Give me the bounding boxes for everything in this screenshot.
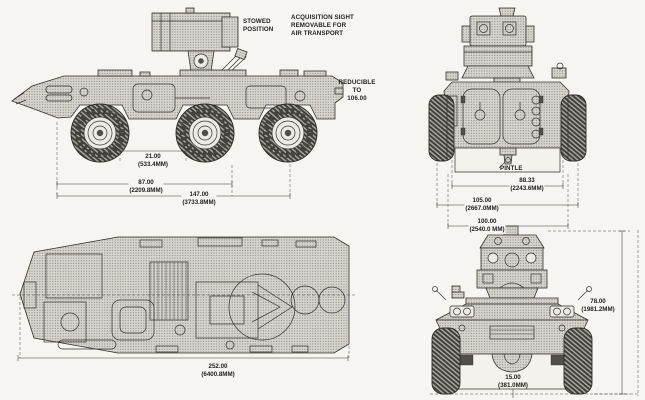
dim-inches: 105.00	[472, 197, 492, 204]
side-wheel-middle	[175, 103, 235, 163]
callout-stowed-position: STOWED POSITION	[243, 18, 274, 34]
top-view-dimension-lines	[17, 297, 350, 361]
dim-inches: 100.00	[477, 218, 497, 225]
dim-metric: (381.0MM)	[498, 382, 528, 390]
callout-pintle: PINTLE	[500, 165, 523, 172]
front-view-drawing	[430, 225, 640, 398]
callout-reducible-height: REDUCIBLE TO 106.00	[338, 79, 376, 103]
dim-inches: 21.00	[145, 153, 161, 160]
top-view-drawing	[12, 236, 356, 361]
dim-rear-hull-width: 100.00 (2540.0 MM)	[468, 218, 506, 235]
dim-metric: (1981.2MM)	[581, 306, 615, 314]
dim-side-axle-span: 87.00 (2209.8MM)	[128, 179, 164, 196]
dim-ground-clearance: 15.00 (381.0MM)	[497, 374, 529, 390]
side-wheel-front	[70, 103, 130, 163]
callout-acquisition-sight: ACQUISITION SIGHT REMOVABLE FOR AIR TRAN…	[291, 14, 354, 38]
dim-metric: (2540.0 MM)	[469, 226, 505, 234]
dim-side-wheel-gap: 21.00 (533.4MM)	[137, 153, 169, 170]
dim-overall-length: 252.00 (6400.8MM)	[200, 363, 236, 380]
dim-inches: 78.00	[590, 298, 606, 305]
dim-inches: 87.00	[138, 179, 154, 186]
dim-metric: (2243.6MM)	[510, 185, 544, 193]
dim-metric: (2209.8MM)	[129, 187, 163, 195]
dim-rear-overall-width: 105.00 (2667.0MM)	[464, 197, 500, 214]
dim-metric: (2667.0MM)	[465, 205, 499, 213]
rear-view-drawing	[428, 7, 587, 229]
side-view-dimension-lines	[56, 122, 291, 199]
dim-inches: 15.00	[505, 374, 521, 381]
dim-inches: 147.00	[189, 191, 209, 198]
dim-overall-height: 78.00 (1981.2MM)	[580, 298, 616, 315]
dim-side-wheelbase: 147.00 (3733.8MM)	[181, 191, 217, 208]
front-view-dimension-lines	[430, 230, 640, 398]
side-wheel-rear	[258, 103, 318, 163]
dim-rear-track: 88.33 (2243.6MM)	[509, 177, 545, 194]
dim-inches: 88.33	[519, 177, 535, 184]
dim-metric: (533.4MM)	[138, 161, 168, 169]
dim-metric: (6400.8MM)	[201, 371, 235, 379]
dim-metric: (3733.8MM)	[182, 199, 216, 207]
dim-inches: 252.00	[208, 363, 228, 370]
side-view-drawing	[11, 7, 344, 199]
